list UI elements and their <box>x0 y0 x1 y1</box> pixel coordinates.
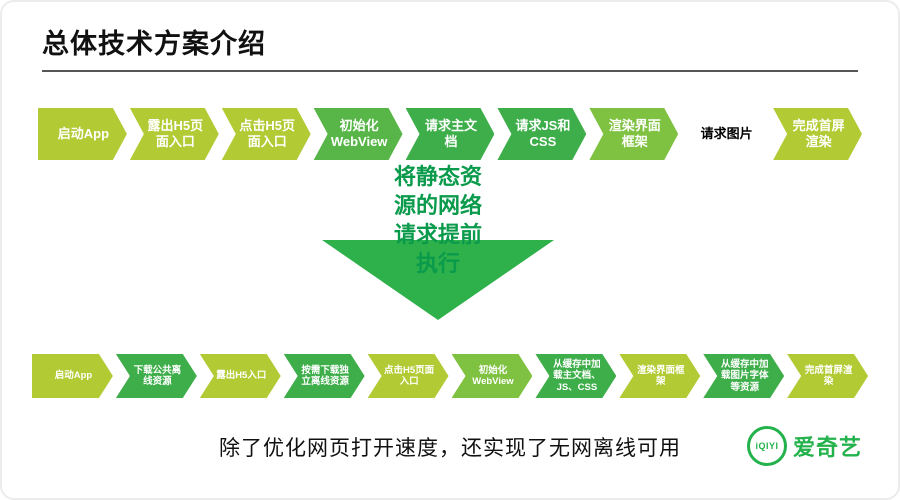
title-underline <box>42 70 858 72</box>
top-process-flow: 启动App 露出H5页面入口 点击H5页面入口 初始化WebView 请求主文档… <box>38 108 862 160</box>
bottom-flow-step-9: 从缓存中加载图片字体等资源 <box>703 354 784 398</box>
flow-step-label: 启动App <box>57 126 110 142</box>
top-flow-step-3: 点击H5页面入口 <box>222 108 311 160</box>
bottom-process-flow: 启动App 下载公共离线资源 露出H5入口 按需下载独立离线资源 点击H5页面入… <box>32 354 868 398</box>
flow-step-label: 初始化WebView <box>472 364 514 387</box>
bottom-flow-step-4: 按需下载独立离线资源 <box>284 354 365 398</box>
iqiyi-logo-icon: iQIYI <box>746 426 787 466</box>
bottom-flow-step-10: 完成首屏渲染 <box>787 354 868 398</box>
flow-step-label: 完成首屏渲染 <box>804 364 853 387</box>
flow-step-label: 启动App <box>54 370 93 382</box>
bottom-flow-step-7: 从缓存中加载主文档、JS、CSS <box>535 354 616 398</box>
footer-caption: 除了优化网页打开速度，还实现了无网离线可用 <box>219 437 681 460</box>
flow-step-label: 初始化WebView <box>330 118 388 149</box>
flow-step-label: 按需下载独立离线资源 <box>301 364 349 387</box>
flow-step-label: 请求JS和CSS <box>515 118 571 149</box>
flow-step-label: 渲染界面框架 <box>637 364 685 387</box>
bottom-flow-step-1: 启动App <box>32 354 113 398</box>
flow-step-label: 完成首屏渲染 <box>792 118 845 149</box>
flow-step-label: 点击H5页面入口 <box>384 364 435 387</box>
bottom-flow-step-6: 初始化WebView <box>452 354 533 398</box>
flow-step-label: 露出H5页面入口 <box>147 118 204 149</box>
middle-annotation-text: 将静态资 源的网络 请求提前 执行 <box>393 164 482 277</box>
bottom-flow-step-8: 渲染界面框架 <box>619 354 700 398</box>
iqiyi-logo-mark-text: iQIYI <box>755 441 779 451</box>
top-flow-step-1: 启动App <box>38 108 127 160</box>
iqiyi-logo-name: 爱奇艺 <box>792 435 862 460</box>
iqiyi-logo: iQIYI 爱奇艺 <box>746 426 862 466</box>
bottom-flow-step-5: 点击H5页面入口 <box>368 354 449 398</box>
top-flow-step-6: 请求JS和CSS <box>497 108 586 160</box>
top-flow-step-8: 请求图片 <box>681 108 770 160</box>
flow-step-label: 点击H5页面入口 <box>239 118 296 149</box>
bottom-flow-step-2: 下载公共离线资源 <box>116 354 197 398</box>
flow-step-label: 下载公共离线资源 <box>133 364 182 387</box>
flow-step-label: 露出H5入口 <box>216 370 267 382</box>
middle-annotation: 将静态资 源的网络 请求提前 执行 <box>322 162 554 320</box>
top-flow-step-5: 请求主文档 <box>406 108 495 160</box>
top-flow-step-4: 初始化WebView <box>314 108 403 160</box>
top-flow-step-9: 完成首屏渲染 <box>773 108 862 160</box>
flow-step-label: 从缓存中加载图片字体等资源 <box>720 358 769 393</box>
flow-step-label: 请求图片 <box>700 126 753 142</box>
flow-step-label: 请求主文档 <box>425 118 478 149</box>
top-flow-step-7: 渲染界面框架 <box>589 108 678 160</box>
top-flow-step-2: 露出H5页面入口 <box>130 108 219 160</box>
page-title: 总体技术方案介绍 <box>42 29 266 59</box>
flow-step-label: 渲染界面框架 <box>608 118 661 149</box>
bottom-flow-step-3: 露出H5入口 <box>200 354 281 398</box>
flow-step-label: 从缓存中加载主文档、JS、CSS <box>553 358 601 393</box>
